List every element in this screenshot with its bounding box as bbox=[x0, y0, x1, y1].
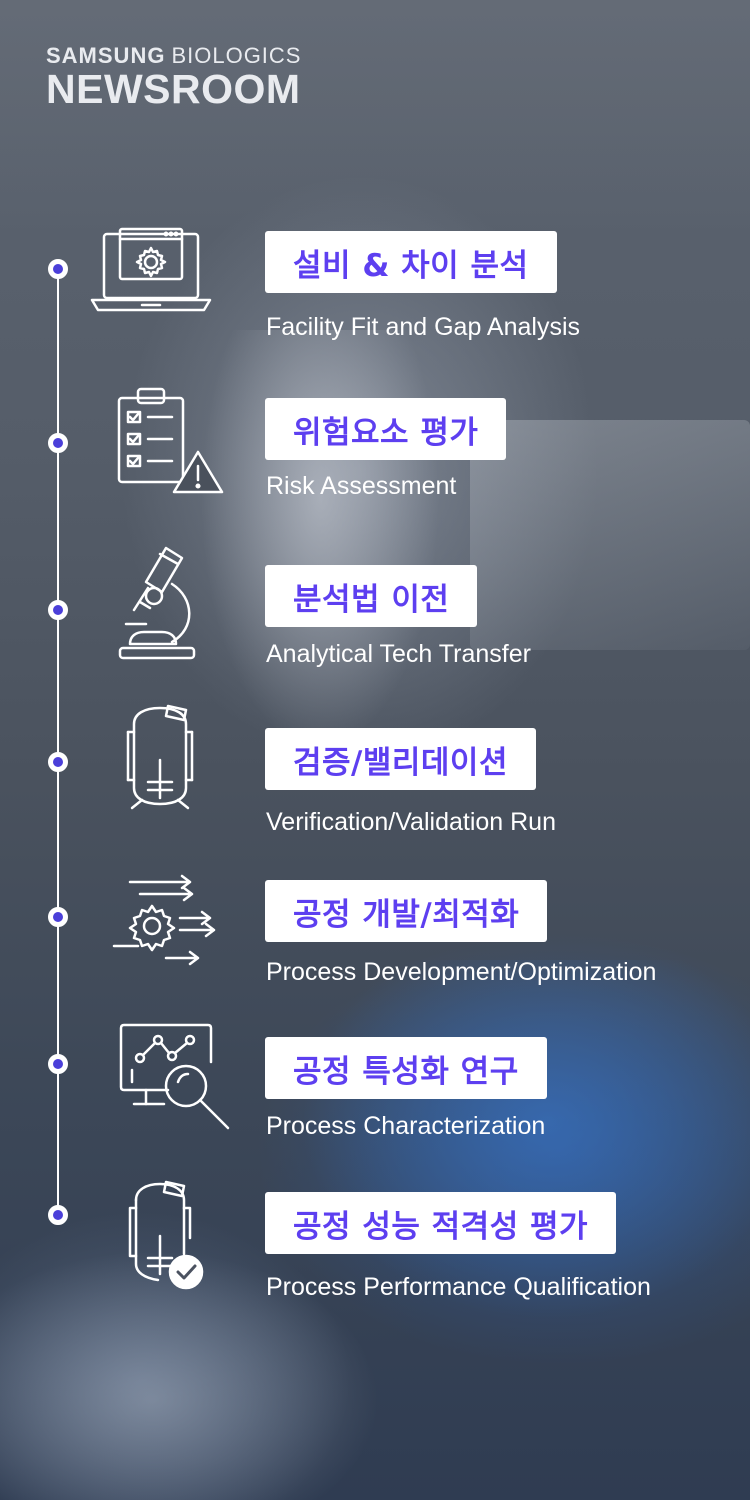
gear-arrows-icon bbox=[110, 872, 220, 968]
microscope-icon bbox=[116, 544, 200, 662]
timeline-dot bbox=[48, 1205, 68, 1225]
checklist-warning-icon bbox=[116, 386, 226, 498]
bioreactor-check-icon bbox=[124, 1178, 208, 1290]
timeline-dot bbox=[48, 433, 68, 453]
timeline-dot bbox=[48, 259, 68, 279]
timeline-dot bbox=[48, 907, 68, 927]
step-title-facility-fit: 설비 & 차이 분석 bbox=[265, 231, 557, 293]
step-title-process-characterization: 공정 특성화 연구 bbox=[265, 1037, 547, 1099]
timeline-line bbox=[57, 268, 59, 1216]
step-title-analytical-transfer: 분석법 이전 bbox=[265, 565, 478, 627]
step-subtitle-validation: Verification/Validation Run bbox=[266, 808, 556, 836]
step-subtitle-ppq: Process Performance Qualification bbox=[266, 1273, 651, 1301]
step-subtitle-facility-fit: Facility Fit and Gap Analysis bbox=[266, 313, 581, 341]
logo-biologics: BIOLOGICS bbox=[171, 43, 302, 68]
logo-samsung: SAMSUNG bbox=[46, 43, 166, 68]
step-subtitle-analytical-transfer: Analytical Tech Transfer bbox=[266, 640, 531, 668]
step-title-ppq: 공정 성능 적격성 평가 bbox=[265, 1192, 617, 1254]
step-title-validation: 검증/밸리데이션 bbox=[265, 728, 536, 790]
step-title-risk-assessment: 위험요소 평가 bbox=[265, 398, 507, 460]
logo-newsroom: NEWSROOM bbox=[46, 66, 301, 112]
timeline-dot bbox=[48, 752, 68, 772]
timeline-dot bbox=[48, 1054, 68, 1074]
step-subtitle-process-development: Process Development/Optimization bbox=[266, 958, 657, 986]
step-subtitle-risk-assessment: Risk Assessment bbox=[266, 472, 457, 500]
timeline-dot bbox=[48, 600, 68, 620]
chart-magnifier-icon bbox=[118, 1022, 234, 1134]
step-subtitle-process-characterization: Process Characterization bbox=[266, 1112, 546, 1140]
laptop-gear-icon bbox=[90, 226, 212, 316]
bioreactor-icon bbox=[120, 702, 200, 812]
step-title-process-development: 공정 개발/최적화 bbox=[265, 880, 548, 942]
